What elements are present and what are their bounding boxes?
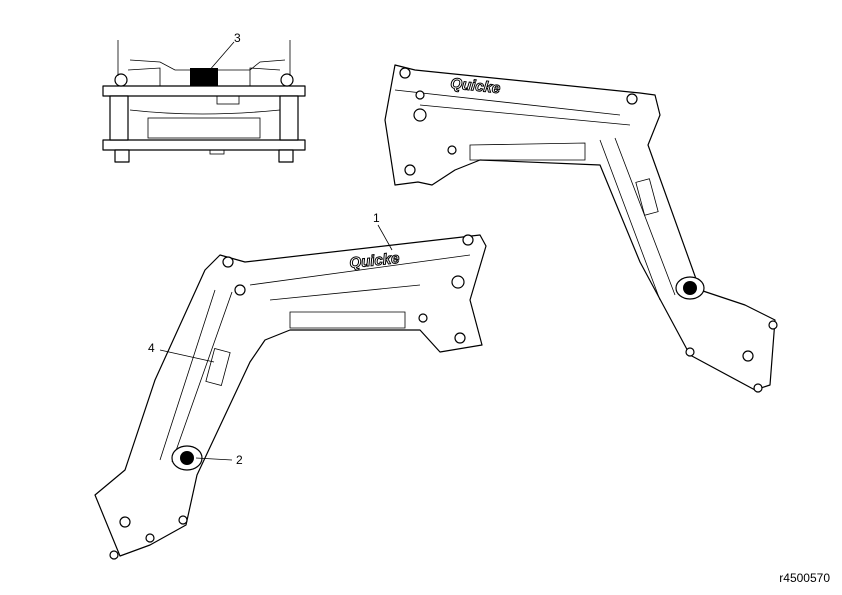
callout-2: 2 (236, 453, 243, 467)
loader-arm-front: Quicke (94, 234, 487, 560)
loader-arm-rear: Quicke (384, 64, 778, 393)
callout-3: 3 (234, 31, 241, 45)
reference-code: r4500570 (779, 571, 830, 585)
callout-4: 4 (148, 341, 155, 355)
logo-quicke-rear: Quicke (450, 75, 502, 97)
callout-1: 1 (373, 211, 380, 225)
decal-3 (190, 68, 218, 86)
front-view-frame (102, 40, 306, 163)
logo-quicke-front: Quicke (349, 250, 401, 272)
